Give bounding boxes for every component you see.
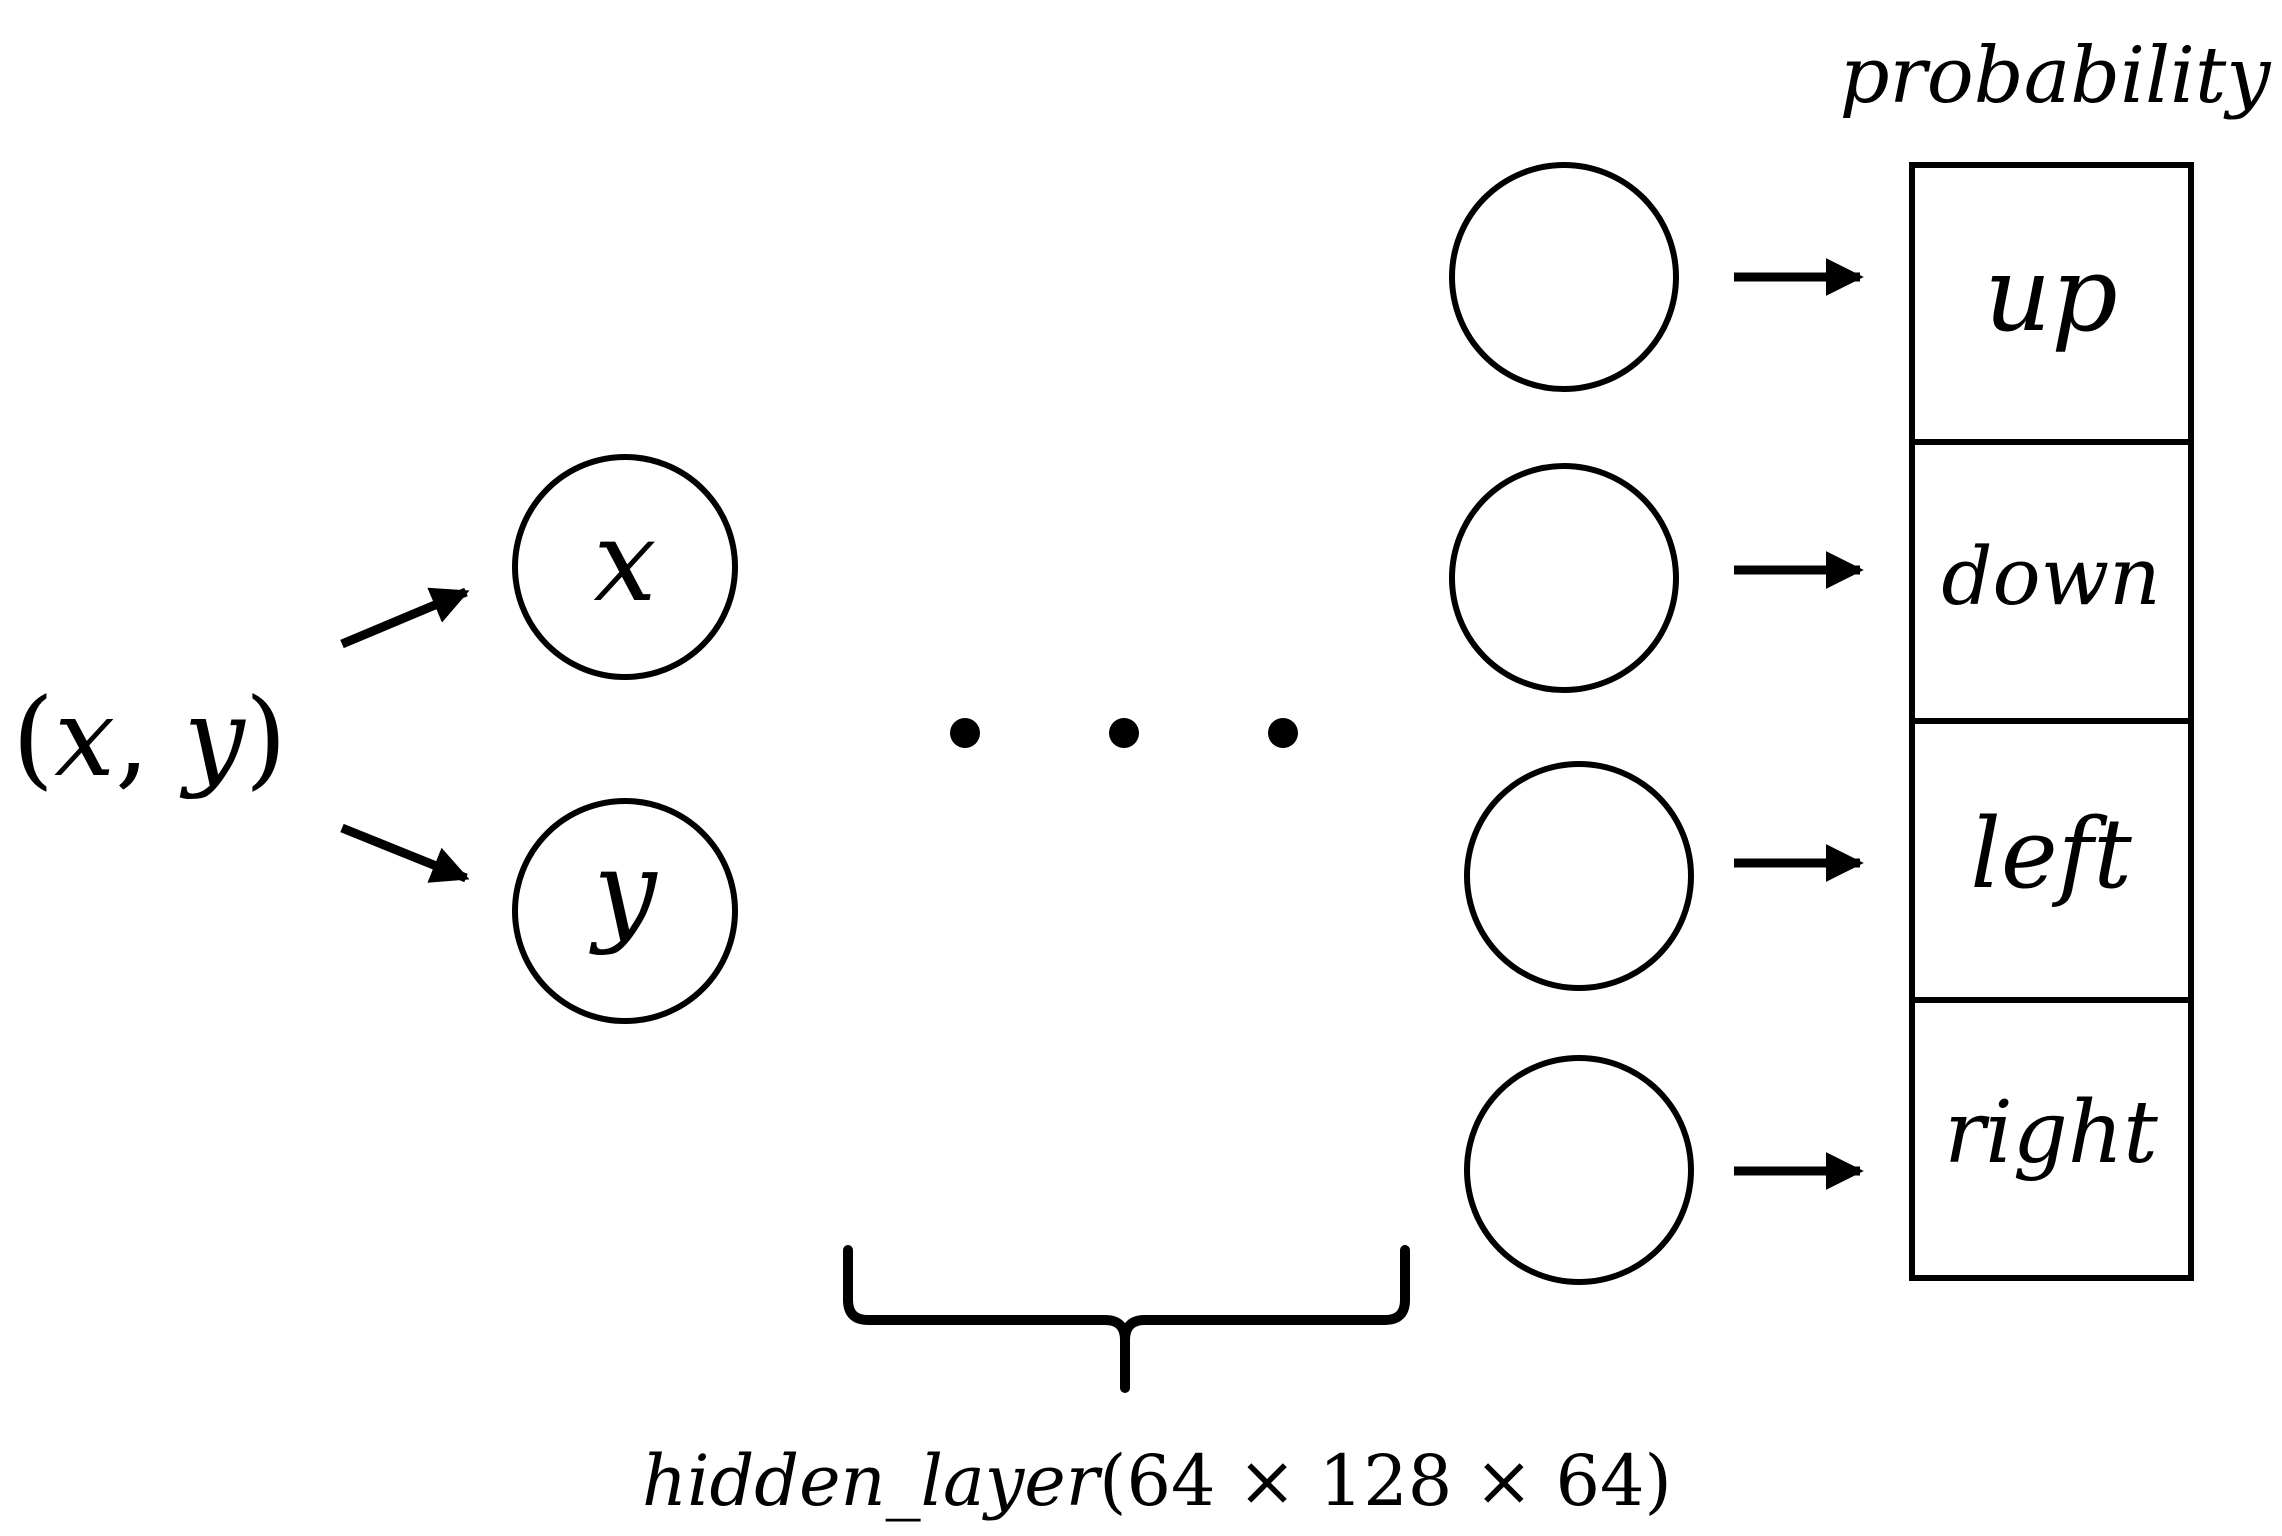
input-node-x-label: x [593, 497, 656, 627]
arrow-to-y-node [340, 823, 470, 883]
ellipsis-dot-2 [1109, 718, 1139, 748]
input-node-y-label: y [588, 827, 658, 957]
hidden-layer-brace [843, 1245, 1410, 1393]
hidden-layer-name: hidden_layer [642, 1440, 1103, 1522]
output-node-left [1464, 761, 1694, 991]
ellipsis-dot-1 [950, 718, 980, 748]
arrow-to-x-node [340, 587, 470, 649]
input-node-y: y [512, 798, 738, 1024]
input-tuple-open-paren: ( [12, 676, 54, 801]
table-cell-left: left [1970, 798, 2132, 910]
table-cell-down: down [1941, 530, 2160, 623]
hidden-layer-label: hidden_layer(64 × 128 × 64) [642, 1440, 1672, 1522]
input-node-x: x [512, 454, 738, 680]
input-node-x-circle [512, 454, 738, 680]
table-cell-right: right [1944, 1083, 2158, 1183]
input-node-y-circle [512, 798, 738, 1024]
hidden-layer-ellipsis [950, 718, 1298, 748]
input-tuple-label: (x, y) [12, 676, 287, 801]
probability-header: probability [1840, 31, 2272, 121]
input-tuple-comma: , [115, 676, 184, 801]
table-cell-up: up [1984, 233, 2118, 355]
output-node-up [1449, 162, 1679, 392]
probability-table: up down left right [1909, 162, 2194, 1281]
input-tuple-y: y [179, 676, 247, 801]
output-node-right [1464, 1055, 1694, 1285]
hidden-layer-dims: (64 × 128 × 64) [1099, 1440, 1672, 1522]
output-node-down [1449, 463, 1679, 693]
input-tuple-close-paren: ) [245, 676, 287, 801]
input-tuple-x: x [54, 676, 115, 801]
ellipsis-dot-3 [1268, 718, 1298, 748]
